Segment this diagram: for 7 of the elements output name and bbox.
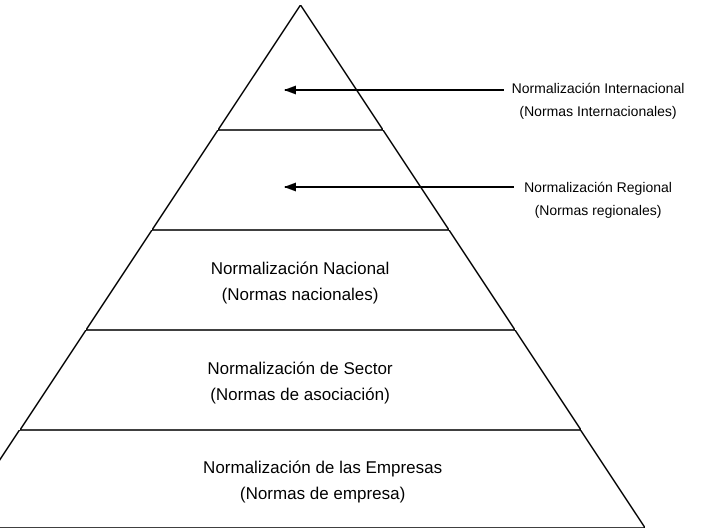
level-label: Normalización Regional (Normas regionales) <box>523 178 673 220</box>
arrow <box>284 182 514 192</box>
arrow <box>284 86 504 94</box>
tier-label: Normalización de Sector (Normas de asociación) <box>206 358 394 406</box>
level-label: Normalización Internacional (Normas Internacionales) <box>510 79 686 121</box>
tier-label: Normalización de las Empresas (Normas de empresa) <box>202 457 444 505</box>
tier-label: Normalización Nacional (Normas nacionales) <box>210 258 390 306</box>
